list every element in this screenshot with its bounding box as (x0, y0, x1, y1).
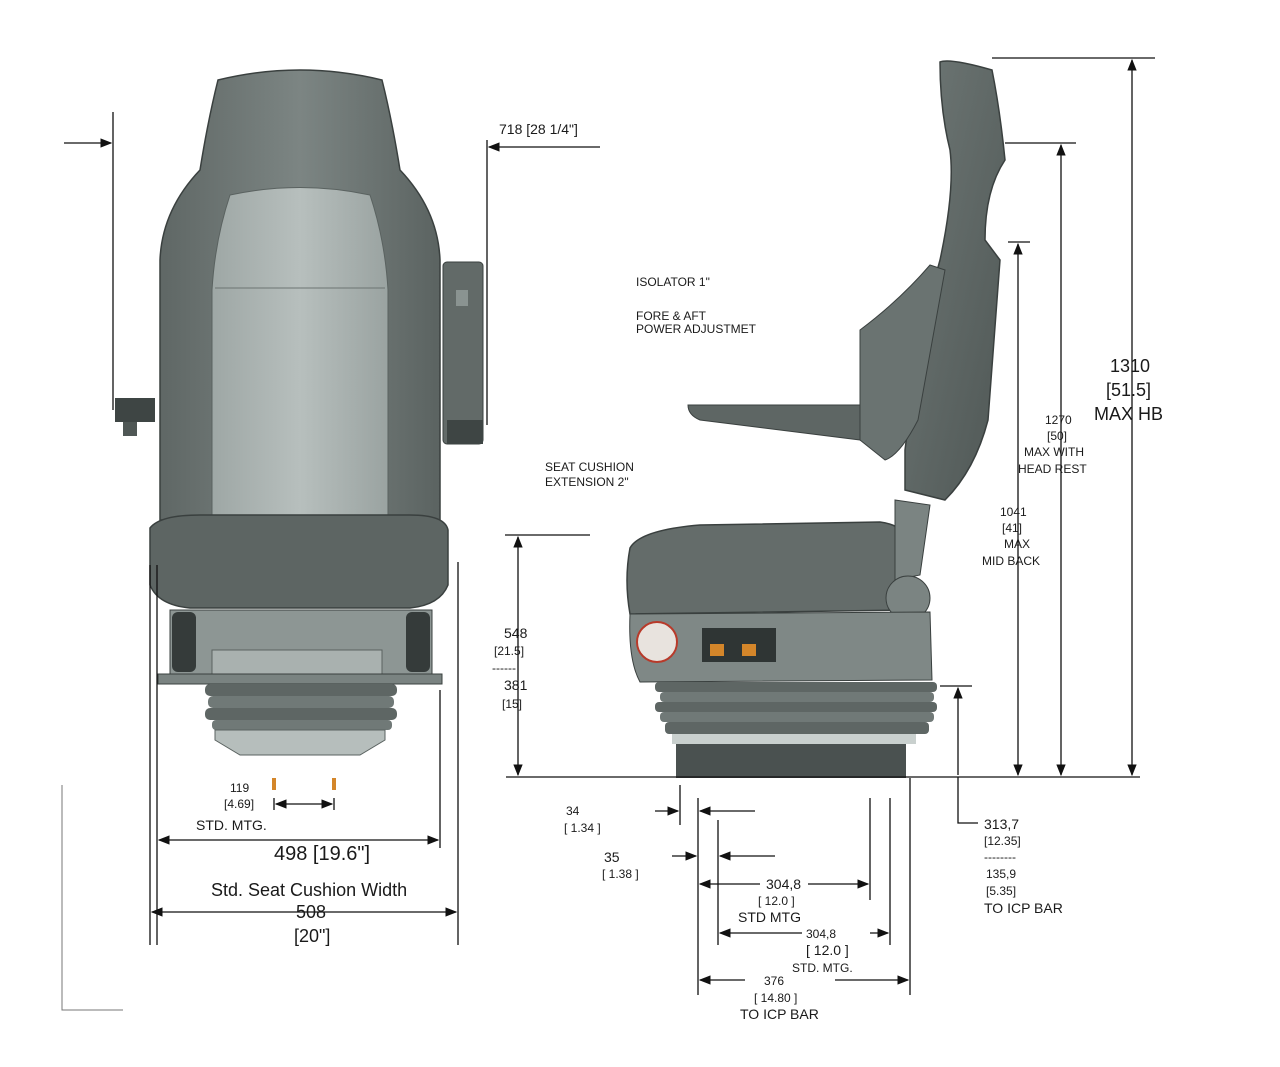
front-armrest-left (115, 398, 155, 422)
cushion-width-mm: 508 (296, 902, 326, 922)
dim-304a-caption: STD MTG (738, 909, 801, 925)
dim-34-in: [ 1.34 ] (564, 821, 601, 835)
option-cushion-ext-line2: EXTENSION 2" (545, 475, 629, 489)
dim-376-mm: 376 (764, 974, 784, 988)
option-isolator: ISOLATOR 1" (636, 275, 710, 289)
height-1270-caption-1: MAX WITH (1024, 445, 1084, 459)
mount-spacing-mm: 119 (230, 781, 249, 795)
option-cushion-ext-line1: SEAT CUSHION (545, 460, 634, 474)
dim-135-caption: TO ICP BAR (984, 900, 1063, 916)
front-dimensions (61, 112, 600, 1011)
mount-caption: STD. MTG. (196, 817, 267, 833)
height-1310-mm: 1310 (1110, 356, 1150, 376)
dim-35-mm: 35 (604, 849, 620, 865)
height-381-in: [15] (502, 697, 522, 711)
dim-35-in: [ 1.38 ] (602, 867, 639, 881)
dim-304a-in: [ 12.0 ] (758, 894, 795, 908)
cushion-width-in: [20"] (294, 926, 330, 946)
height-1041-mm: 1041 (1000, 505, 1027, 519)
front-view-seat (115, 69, 484, 756)
front-bellows (205, 684, 397, 730)
dim-313-mm: 313,7 (984, 816, 1019, 832)
side-view-seat (626, 60, 1006, 778)
height-separator: ------ (492, 661, 516, 675)
option-fore-aft-line2: POWER ADJUSTMET (636, 322, 757, 336)
height-1270-caption-2: HEAD REST (1018, 462, 1087, 476)
dim-304b-caption: STD. MTG. (792, 961, 853, 975)
height-1310-caption: MAX HB (1094, 404, 1163, 424)
side-brand-badge (636, 621, 678, 663)
height-1270-in: [50] (1047, 429, 1067, 443)
dim-313-separator: -------- (984, 850, 1016, 864)
height-381-mm: 381 (504, 677, 528, 693)
dim-135-mm: 135,9 (986, 867, 1016, 881)
front-backrest-panel (211, 187, 389, 521)
dim-304b-in: [ 12.0 ] (806, 942, 849, 958)
dim-376-caption: TO ICP BAR (740, 1006, 819, 1022)
dim-135-in: [5.35] (986, 884, 1016, 898)
side-dimensions (505, 57, 1155, 995)
front-dimension-labels: 718 [28 1/4"] 119 [4.69] STD. MTG. 498 [… (196, 121, 578, 946)
dim-376-in: [ 14.80 ] (754, 991, 797, 1005)
side-backrest (904, 60, 1006, 501)
dim-313-in: [12.35] (984, 834, 1021, 848)
width-498-label: 498 [19.6"] (274, 843, 370, 865)
height-548-in: [21.5] (494, 644, 524, 658)
dim-304b-mm: 304,8 (806, 927, 836, 941)
side-bellows (655, 682, 937, 734)
front-seat-cushion (149, 514, 449, 609)
height-1041-in: [41] (1002, 521, 1022, 535)
height-1041-caption-2: MID BACK (982, 554, 1040, 568)
side-dimension-labels: ISOLATOR 1" FORE & AFT POWER ADJUSTMET S… (492, 275, 1163, 1022)
height-1041-caption-1: MAX (1004, 537, 1030, 551)
option-fore-aft-line1: FORE & AFT (636, 309, 707, 323)
side-armrest (687, 404, 886, 443)
cushion-width-title: Std. Seat Cushion Width (211, 880, 407, 900)
dim-304a-mm: 304,8 (766, 876, 801, 892)
front-armrest-right (442, 261, 484, 445)
height-1310-in: [51.5] (1106, 380, 1151, 400)
height-1270-mm: 1270 (1045, 413, 1072, 427)
side-base-plate (676, 744, 906, 778)
dim-34-mm: 34 (566, 804, 580, 818)
height-548-mm: 548 (504, 625, 528, 641)
overall-width-label: 718 [28 1/4"] (499, 121, 578, 137)
side-seat-cushion (626, 521, 911, 615)
mount-spacing-in: [4.69] (224, 797, 254, 811)
